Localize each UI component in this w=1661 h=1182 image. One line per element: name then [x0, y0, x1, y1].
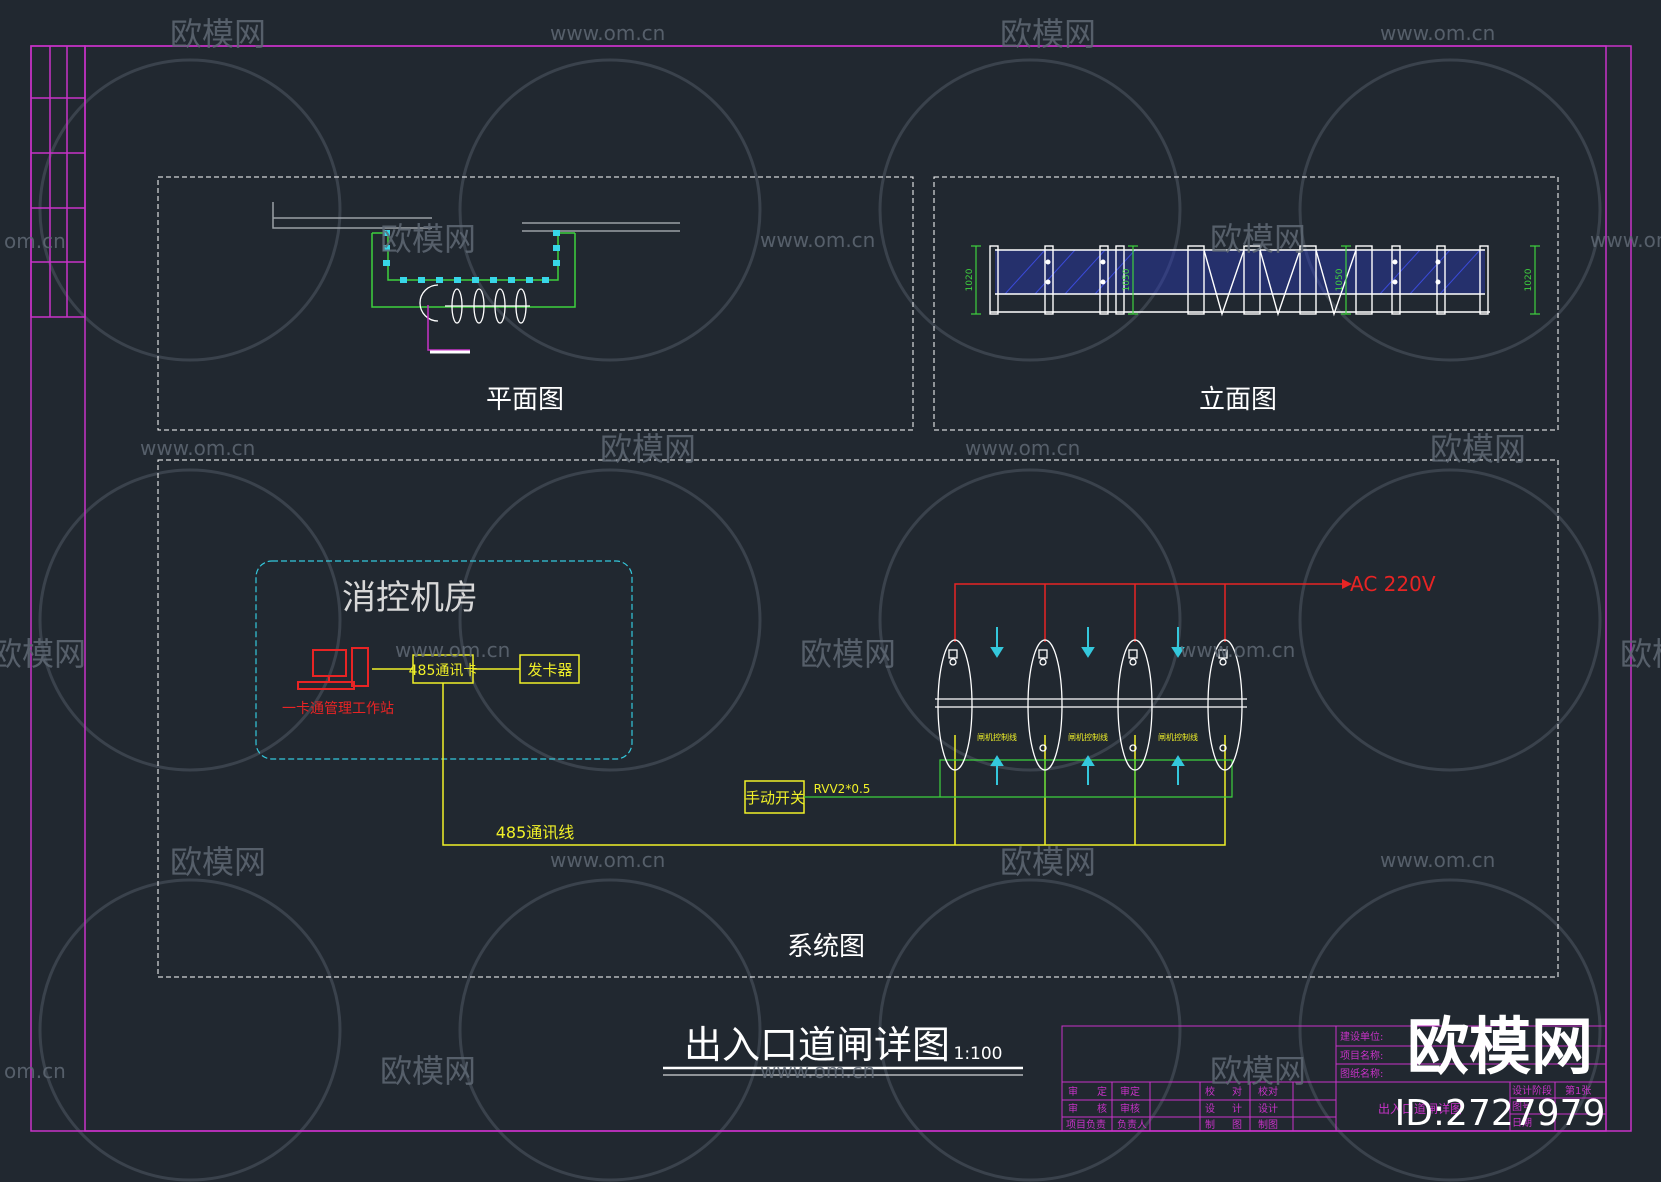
- computer-icon: [297, 647, 369, 690]
- watermark-url: www.om.cn: [760, 1059, 875, 1083]
- tb-project-name: 项目名称:: [1340, 1049, 1383, 1062]
- tb-sign-cell: 定: [1097, 1085, 1107, 1098]
- watermark-url: www.om.cn: [1380, 848, 1495, 872]
- watermarks: 欧模网 www.om.cn 欧模网 www.om.cn om.cn 欧模网 ww…: [0, 15, 1661, 1090]
- badge-id: ID:2727979: [1395, 1093, 1606, 1134]
- watermark-url: www.om.cn: [1590, 228, 1661, 252]
- gate-controller-label-2: 闸机控制线: [1068, 732, 1108, 742]
- watermark-url: www.om.cn: [965, 436, 1080, 460]
- plan-title: 平面图: [486, 385, 564, 415]
- watermark-brand: 欧模网: [1000, 15, 1096, 53]
- panel-borders: [157, 176, 1559, 978]
- gate-units: [935, 639, 1247, 771]
- watermark-brand: 欧模网: [1000, 843, 1096, 881]
- comm-card-label: 485通讯卡: [409, 663, 478, 679]
- drawing-title: 出入口道闸详图 1:100: [663, 1023, 1023, 1076]
- tb-design-stage: 设计阶段: [1512, 1084, 1552, 1097]
- plan-panel-border: [157, 176, 914, 431]
- watermark-brand: 欧模网: [170, 843, 266, 881]
- plan-gate-units: [419, 284, 530, 324]
- tb-sign-cell: 计: [1232, 1102, 1242, 1115]
- tb-sign-cell: 设计: [1258, 1102, 1278, 1115]
- title-block: 建设单位: 项目名称: 图纸名称: 设计阶段 第1张 图号 日期 出入口道闸详图…: [1061, 1025, 1607, 1132]
- system-diagram: 消控机房 一卡通管理工作站 485通讯卡 发卡器 手动开关 485通讯线 RVV…: [255, 560, 1436, 962]
- watermark-url: www.om.cn: [550, 848, 665, 872]
- watermark-brand: 欧模网: [380, 1052, 476, 1090]
- watermark-url: om.cn: [4, 1059, 66, 1083]
- watermark-brand: 欧模网: [800, 635, 896, 673]
- tb-sign-cell: 核: [1097, 1102, 1107, 1115]
- watermark-url: www.om.cn: [1380, 21, 1495, 45]
- watermark-url: www.om.cn: [140, 436, 255, 460]
- main-title: 出入口道闸详图: [684, 1023, 950, 1067]
- workstation-label: 一卡通管理工作站: [282, 701, 394, 717]
- system-title: 系统图: [787, 932, 865, 962]
- badge-brand: 欧模网: [1407, 1010, 1593, 1083]
- tb-sign-cell: 负责人: [1117, 1118, 1147, 1131]
- control-cable: [804, 759, 1233, 798]
- system-panel-border: [157, 459, 1559, 978]
- power-wiring: [954, 583, 1342, 642]
- watermark-url: om.cn: [4, 229, 66, 253]
- tb-sign-cell: 制: [1205, 1118, 1215, 1131]
- watermark-url: www.om.cn: [1180, 638, 1295, 662]
- manual-switch-label: 手动开关: [745, 789, 805, 807]
- gate-controller-label-1: 闸机控制线: [977, 732, 1017, 742]
- tb-sign-cell: 校: [1205, 1085, 1215, 1098]
- plan-wall-left: [272, 202, 432, 229]
- tb-sign-cell: 审: [1068, 1102, 1078, 1115]
- watermark-arcs: [38, 58, 1602, 1182]
- watermark-brand: 欧模网: [380, 220, 476, 258]
- watermark-brand: 欧模网: [0, 635, 86, 673]
- tb-sign-cell: 审核: [1120, 1102, 1140, 1115]
- tb-date: 日期: [1512, 1117, 1532, 1129]
- tb-sign-cell: 制图: [1258, 1118, 1278, 1131]
- drawing-frame: [30, 45, 1632, 1132]
- elevation-title: 立面图: [1199, 385, 1277, 415]
- watermark-url: www.om.cn: [550, 21, 665, 45]
- watermark-brand: 欧模网: [170, 15, 266, 53]
- flow-arrows: [990, 627, 1185, 785]
- tb-sign-cell: 审: [1068, 1085, 1078, 1098]
- plan-view: 平面图: [272, 202, 680, 415]
- card-issuer-box: [519, 654, 580, 684]
- power-label: AC 220V: [1350, 572, 1436, 596]
- watermark-brand: 欧模网: [1210, 220, 1306, 258]
- tb-sign-cell: 设: [1205, 1103, 1215, 1115]
- tb-sign-cell: 对: [1232, 1085, 1242, 1098]
- tb-drawing-name: 图纸名称:: [1340, 1067, 1383, 1080]
- watermark-url: www.om.cn: [760, 228, 875, 252]
- control-room-label: 消控机房: [342, 578, 478, 618]
- tb-drawing-no: 图号: [1512, 1101, 1532, 1113]
- comm-line-label: 485通讯线: [496, 823, 575, 842]
- comm-wiring: [372, 654, 1226, 846]
- title-scale: 1:100: [954, 1044, 1003, 1064]
- tb-bottom-text: 出入口道闸详图: [1378, 1101, 1462, 1116]
- cable-spec-label: RVV2*0.5: [814, 782, 871, 796]
- tb-sheet-no: 第1张: [1565, 1084, 1591, 1097]
- card-issuer-label: 发卡器: [527, 661, 572, 679]
- tb-sign-cell: 审定: [1120, 1085, 1140, 1098]
- elevation-dim-3: 1050: [1335, 268, 1345, 291]
- brand-badge: 欧模网 ID:2727979: [1395, 1010, 1606, 1134]
- plan-posts: [383, 230, 560, 283]
- gate-controller-label-3: 闸机控制线: [1158, 732, 1198, 742]
- control-room-box: [255, 560, 633, 760]
- elevation-dim-4: 1020: [1524, 268, 1534, 291]
- elevation-dim-2: 1050: [1122, 268, 1132, 291]
- watermark-brand: 欧模网: [1430, 430, 1526, 468]
- elevation-dim-1: 1020: [965, 268, 975, 291]
- tb-sign-cell: 校对: [1258, 1085, 1278, 1098]
- tb-sign-cell: 项目负责: [1066, 1118, 1106, 1131]
- watermark-url: www.om.cn: [395, 638, 510, 662]
- watermark-brand: 欧模网: [1620, 635, 1661, 673]
- watermark-brand: 欧模网: [600, 430, 696, 468]
- tb-construction-unit: 建设单位:: [1340, 1030, 1383, 1043]
- elevation-panel-border: [933, 176, 1559, 431]
- tb-sign-cell: 图: [1232, 1119, 1242, 1131]
- watermark-brand: 欧模网: [1210, 1052, 1306, 1090]
- elevation-view: 1020 1050 1050 1020 立面图: [965, 245, 1540, 415]
